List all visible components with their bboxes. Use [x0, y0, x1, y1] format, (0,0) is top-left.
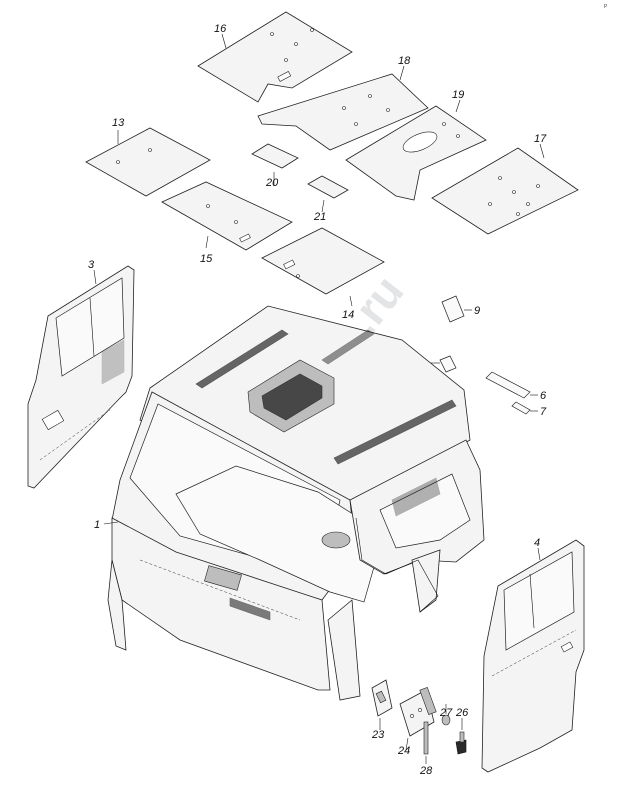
callout-26: 26: [455, 707, 469, 719]
part-28-pin: [423, 721, 429, 755]
callout-23: 23: [371, 729, 385, 741]
leader-14: [349, 295, 353, 307]
leader-16: [221, 33, 227, 49]
part-24-hinge: [399, 687, 437, 737]
callout-24: 24: [397, 745, 410, 757]
leader-3: [93, 269, 97, 285]
part-23-hinge-plate: [371, 679, 393, 717]
part-9-pad: [441, 295, 465, 323]
leader-4: [537, 547, 541, 561]
callout-19: 19: [452, 89, 464, 101]
callout-14: 14: [342, 309, 354, 321]
leader-24: [405, 737, 409, 751]
part-19-tunnel-cover: [345, 105, 487, 201]
callout-7: 7: [540, 406, 547, 418]
part-17-floor-mat: [431, 147, 579, 235]
callout-18: 18: [398, 55, 411, 67]
leader-21: [321, 199, 325, 213]
part-26-bolt: [455, 731, 467, 755]
callout-4: 4: [534, 537, 540, 549]
leader-15: [205, 235, 209, 249]
part-27-washer: [441, 714, 451, 726]
callout-15: 15: [200, 253, 213, 265]
part-13-floor-mat: [85, 127, 211, 197]
leader-1: [103, 521, 119, 525]
callout-13: 13: [112, 117, 125, 129]
leader-19: [455, 99, 461, 113]
callout-9: 9: [474, 305, 480, 317]
callout-1: 1: [94, 519, 100, 531]
part-14-floor-mat: [261, 227, 385, 295]
part-15-floor-mat: [161, 181, 293, 251]
callout-21: 21: [313, 211, 326, 223]
part-4-right-door: [481, 539, 585, 773]
callout-17: 17: [534, 133, 547, 145]
part-6-strip: [485, 371, 531, 399]
callout-20: 20: [265, 177, 279, 189]
leader-18: [399, 65, 405, 81]
part-3-left-door: [27, 265, 135, 489]
leader-17: [539, 143, 545, 159]
callout-28: 28: [419, 765, 433, 777]
part-8-pad: [439, 355, 457, 373]
part-16-floor-mat: [197, 11, 353, 103]
callout-27: 27: [439, 707, 453, 719]
part-7-strip: [511, 401, 531, 415]
part-20-strip: [251, 143, 299, 169]
callout-16: 16: [214, 23, 227, 35]
part-18-floor-panel: [257, 73, 429, 151]
callout-6: 6: [540, 390, 547, 402]
part-1-cab-body: [107, 305, 485, 701]
callout-3: 3: [88, 259, 95, 271]
part-21-strip: [307, 175, 349, 199]
corner-mark: P: [604, 4, 608, 10]
